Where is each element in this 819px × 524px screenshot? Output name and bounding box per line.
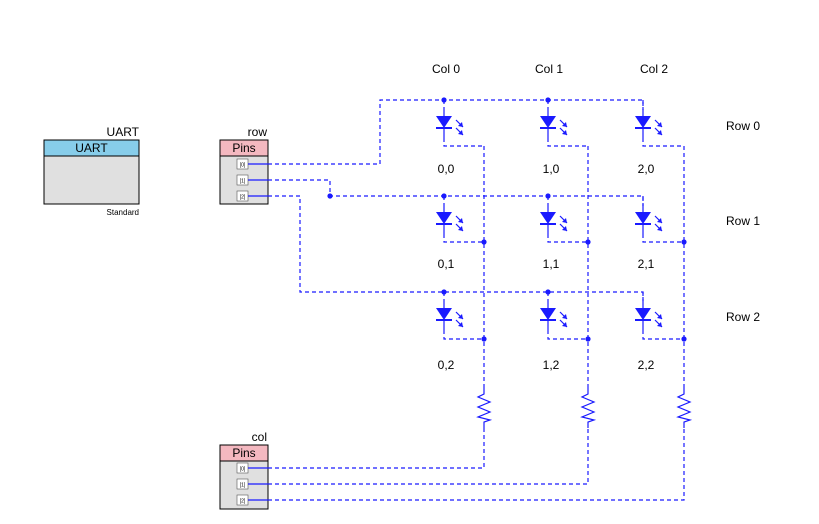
row-2-net xyxy=(268,195,644,302)
col-pin-0[interactable]: [0] xyxy=(236,462,249,474)
led-label: 1,0 xyxy=(543,162,560,176)
junction-dot xyxy=(441,289,447,295)
row-label-0: Row 0 xyxy=(726,119,760,133)
led-cathode-wire xyxy=(642,138,684,147)
row-pins-header-label: Pins xyxy=(232,141,255,155)
uart-header xyxy=(43,139,140,157)
row-pin-2[interactable]: [2] xyxy=(236,190,249,202)
col-pin-2-label: [2] xyxy=(240,499,246,505)
row-pin-2-label: [2] xyxy=(240,195,246,201)
led-label: 0,2 xyxy=(438,358,455,372)
row-pin-1[interactable]: [1] xyxy=(236,174,249,186)
junction-dot xyxy=(545,289,551,295)
led-cathode-wire xyxy=(547,234,588,243)
led-diode-icon xyxy=(539,301,568,331)
led-cathode-wire xyxy=(642,330,684,340)
led-diode-icon xyxy=(435,301,464,331)
led-cathode-wire xyxy=(642,234,684,243)
row-pins-instance-name: row xyxy=(248,125,268,139)
row-0-net xyxy=(268,99,644,165)
col-pin-1[interactable]: [1] xyxy=(236,478,249,490)
col-0-net xyxy=(268,428,485,469)
column-label-1: Col 1 xyxy=(535,62,563,76)
col-pins-component[interactable]: col Pins [0] [1] [2] xyxy=(219,430,269,510)
led-label: 2,1 xyxy=(638,257,655,271)
col-pins-header-label: Pins xyxy=(232,446,255,460)
led-diode-icon xyxy=(634,205,663,235)
column-label-0: Col 0 xyxy=(432,62,460,76)
led-label: 0,0 xyxy=(438,162,455,176)
resistor-icon xyxy=(477,387,491,429)
junction-dot xyxy=(585,239,591,245)
row-1-net xyxy=(268,179,644,206)
junction-dot xyxy=(327,193,333,199)
uart-header-label: UART xyxy=(75,141,108,155)
uart-instance-name: UART xyxy=(107,125,140,139)
col-2-net xyxy=(268,428,685,501)
led-diode-icon xyxy=(435,109,464,139)
led-cathode-wire xyxy=(443,138,484,147)
led-diode-icon xyxy=(634,301,663,331)
led-label: 1,1 xyxy=(543,257,560,271)
row-label-1: Row 1 xyxy=(726,214,760,228)
junction-dot xyxy=(545,97,551,103)
row-pin-0-label: [0] xyxy=(240,163,246,169)
wires-layer xyxy=(248,97,687,501)
resistor-icon xyxy=(581,387,595,429)
junction-dot xyxy=(545,193,551,199)
uart-footer-label: Standard xyxy=(107,208,139,217)
led-label: 0,1 xyxy=(438,257,455,271)
junction-dot xyxy=(681,239,687,245)
led-label: 1,2 xyxy=(543,358,560,372)
led-cathode-wire xyxy=(443,330,484,340)
junction-dot xyxy=(441,193,447,199)
junction-dot xyxy=(441,97,447,103)
col-pins-instance-name: col xyxy=(252,430,267,444)
col-pin-1-label: [1] xyxy=(240,483,246,489)
led-diode-icon xyxy=(634,109,663,139)
led-label: 2,2 xyxy=(638,358,655,372)
led-label: 2,0 xyxy=(638,162,655,176)
led-diode-icon xyxy=(539,205,568,235)
col-pin-2[interactable]: [2] xyxy=(236,494,249,506)
row-pin-1-label: [1] xyxy=(240,179,246,185)
column-label-2: Col 2 xyxy=(640,62,668,76)
led-diode-icon xyxy=(435,205,464,235)
row-pin-0[interactable]: [0] xyxy=(236,158,249,170)
led-cathode-wire xyxy=(547,330,588,340)
led-cathode-wire xyxy=(443,234,484,243)
col-1-net xyxy=(268,428,589,485)
junction-dot xyxy=(481,239,487,245)
col-pins-header xyxy=(219,444,269,462)
row-label-2: Row 2 xyxy=(726,310,760,324)
resistor-icon xyxy=(677,387,691,429)
led-cathode-wire xyxy=(547,138,588,147)
row-pins-header xyxy=(219,139,269,157)
led-diode-icon xyxy=(539,109,568,139)
col-pin-0-label: [0] xyxy=(240,467,246,473)
uart-component[interactable]: UART UART Standard xyxy=(43,125,140,217)
